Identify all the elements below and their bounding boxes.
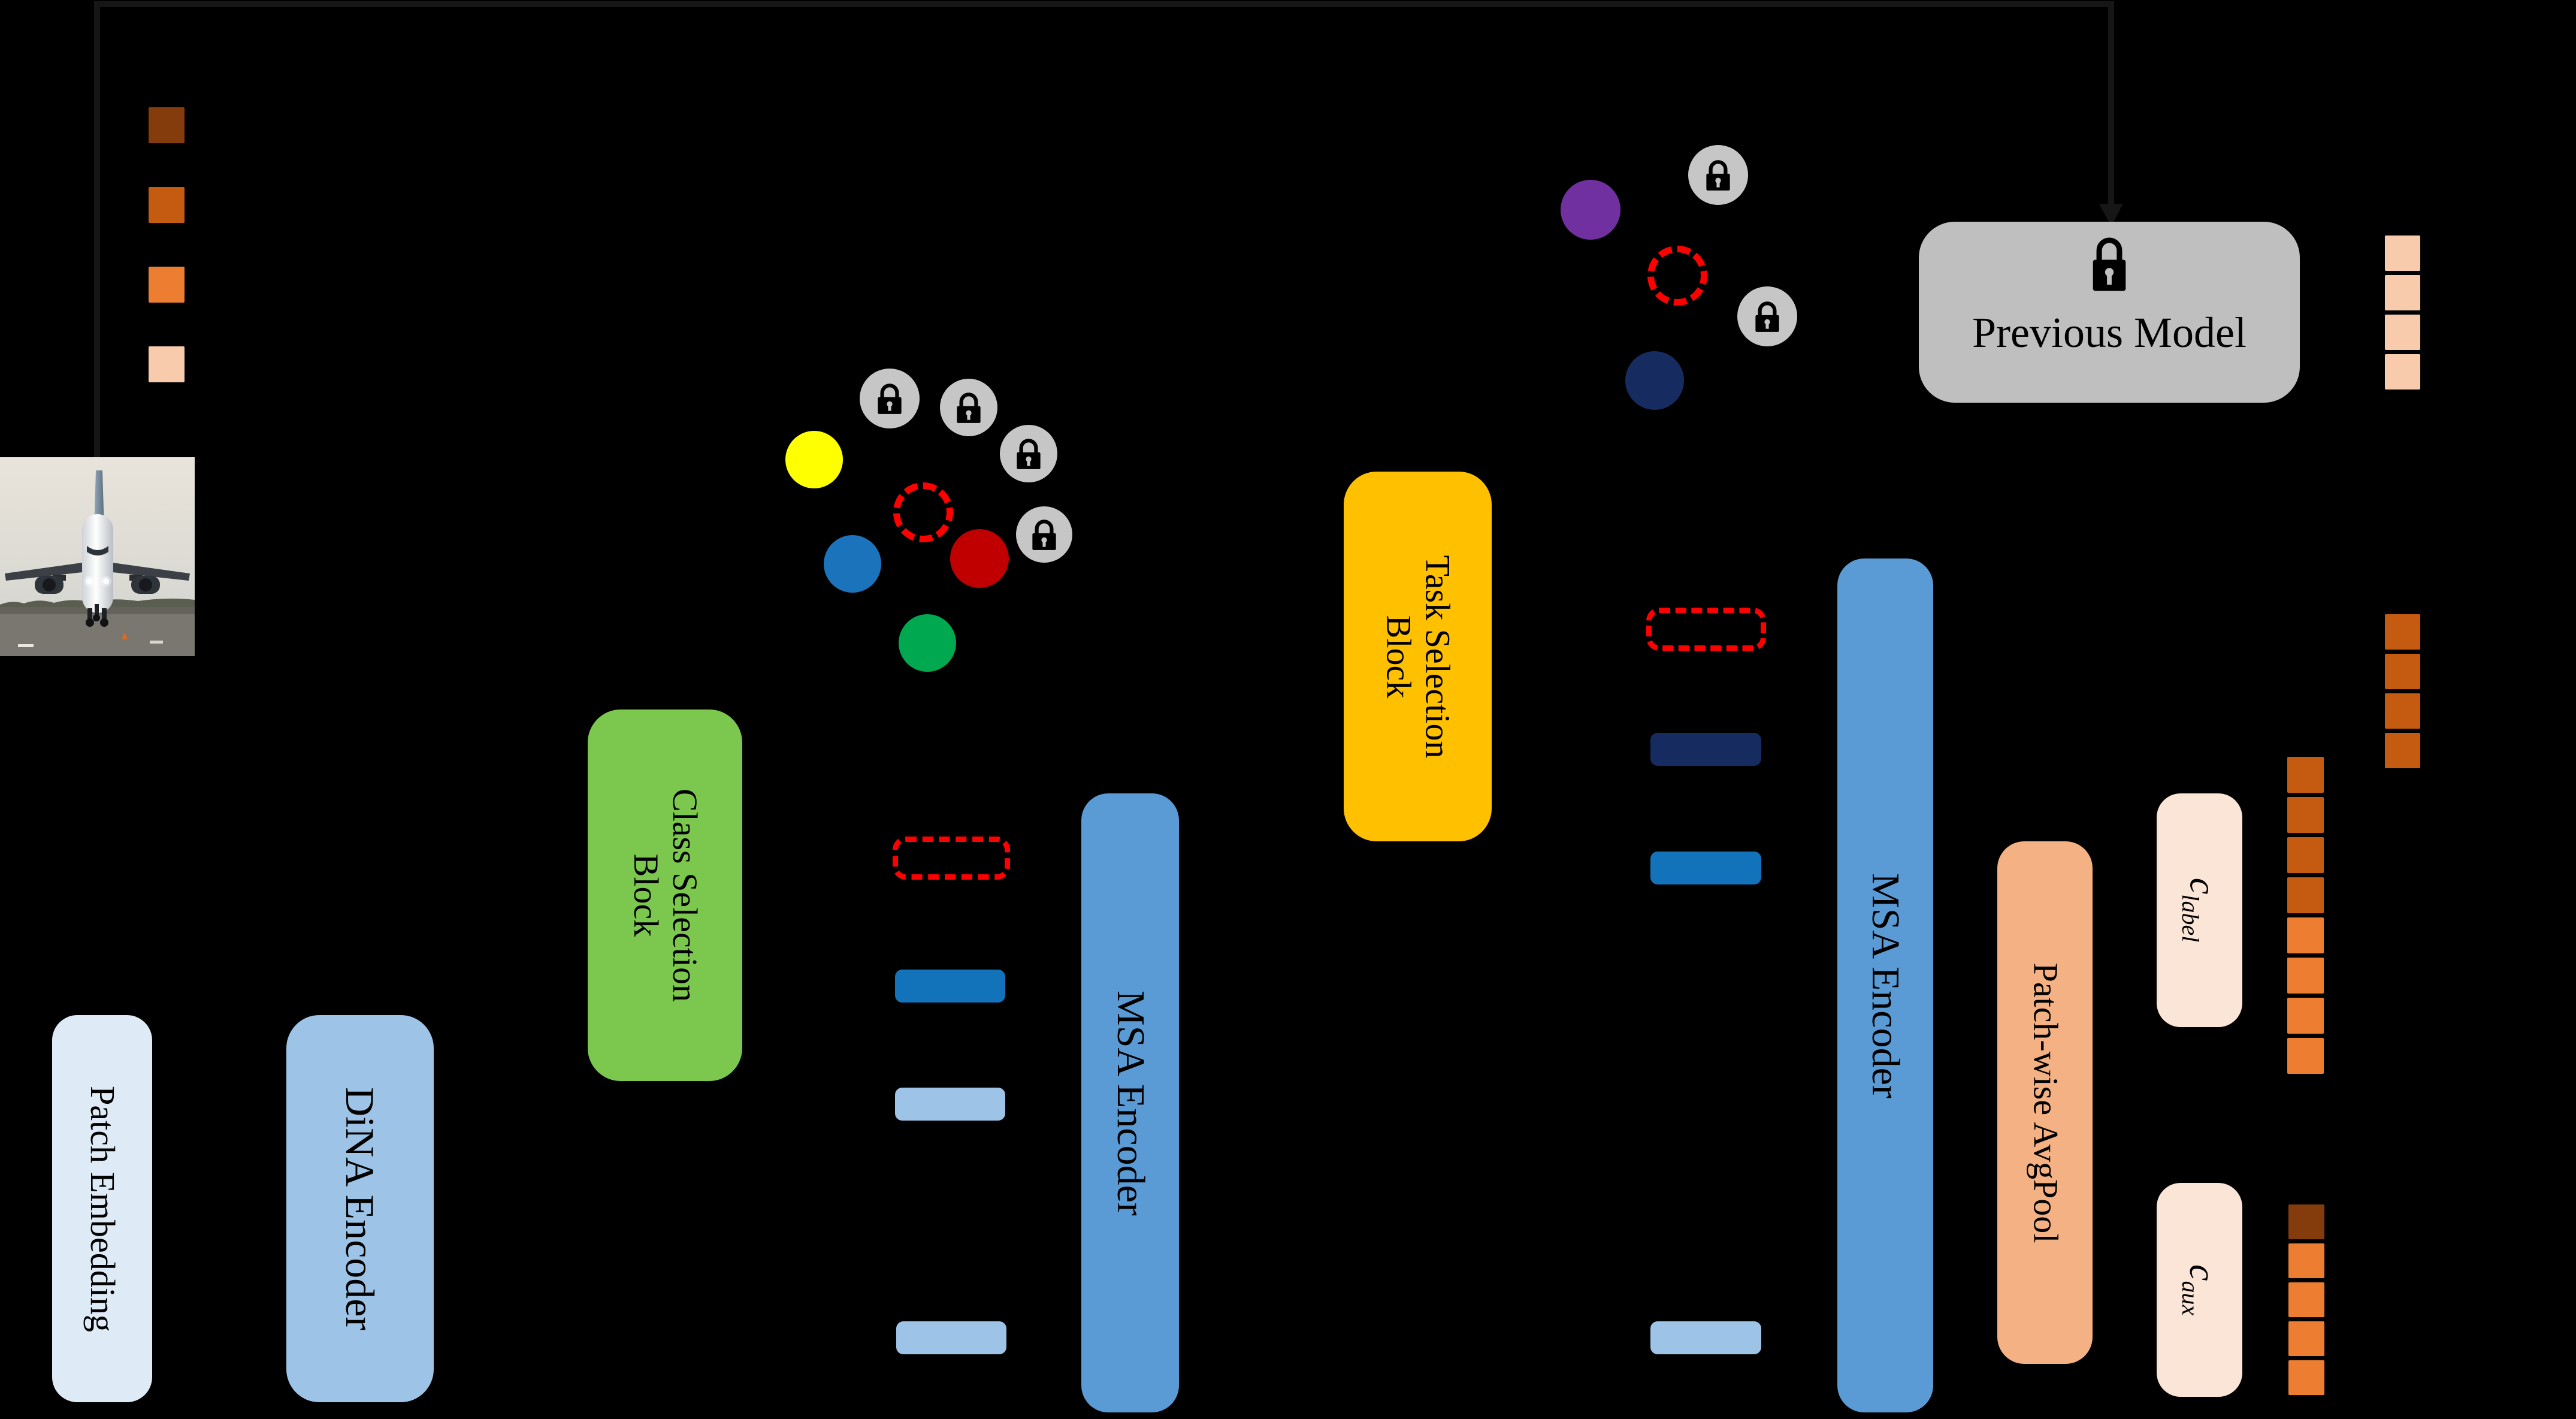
- token-square: [2287, 877, 2324, 913]
- frozen-prototype: [860, 369, 920, 428]
- prototype-circle: [1561, 180, 1620, 240]
- token-square: [2385, 315, 2420, 350]
- msa-encoder-block-2: MSA Encoder: [1837, 558, 1933, 1412]
- lock-icon: [878, 384, 902, 414]
- lock-icon: [1755, 301, 1779, 332]
- prototype-circle: [1625, 351, 1684, 410]
- msa-encoder-block-1: MSA Encoder: [1081, 793, 1179, 1412]
- new-prototype-slot: [1647, 246, 1707, 306]
- token-square: [2288, 1360, 2324, 1395]
- patch-embedding-label: Patch Embedding: [83, 1085, 122, 1332]
- lock-icon: [1017, 439, 1041, 469]
- frozen-prototype: [1737, 286, 1797, 346]
- lock-icon: [957, 393, 981, 423]
- token-square: [2287, 797, 2324, 833]
- lock-icon: [1706, 160, 1730, 191]
- token-square: [2385, 693, 2420, 729]
- token-bar: [1650, 852, 1761, 884]
- prototype-circle: [824, 535, 881, 593]
- token-square: [149, 187, 185, 223]
- token-square: [2288, 1243, 2324, 1278]
- token-square: [2385, 733, 2420, 768]
- token-square: [2385, 614, 2420, 650]
- lock-icon: [1032, 520, 1056, 550]
- frozen-prototype: [940, 379, 997, 436]
- token-bar: [896, 1321, 1006, 1354]
- token-bar: [895, 1088, 1005, 1121]
- token-square: [2385, 654, 2420, 689]
- frozen-prototype: [1016, 506, 1072, 563]
- new-token-slot: [893, 837, 1010, 880]
- token-square: [149, 267, 185, 303]
- down-arrow-head: [2099, 204, 2123, 227]
- msa-encoder-2-label: MSA Encoder: [1863, 872, 1907, 1098]
- c-aux-head: caux: [2157, 1183, 2242, 1397]
- c-aux-text: caux: [2176, 1264, 2223, 1316]
- token-square: [2287, 1038, 2324, 1074]
- token-square: [2288, 1321, 2324, 1356]
- token-square: [2287, 757, 2324, 793]
- prototype-circle: [899, 614, 956, 672]
- new-prototype-slot: [893, 482, 953, 542]
- patch-embedding-block: Patch Embedding: [52, 1015, 152, 1402]
- token-bar: [895, 970, 1005, 1003]
- token-square: [2385, 354, 2420, 390]
- frozen-prototype: [1688, 145, 1748, 205]
- token-square: [149, 346, 185, 382]
- previous-model-block: Previous Model: [1919, 222, 2300, 403]
- patchwise-avgpool-block: Patch-wise AvgPool: [1997, 841, 2093, 1364]
- airplane-photo: [0, 457, 195, 656]
- token-square: [2287, 998, 2324, 1034]
- new-token-slot: [1646, 608, 1766, 651]
- token-square: [2287, 958, 2324, 994]
- class-selection-block: Class Selection Block: [588, 710, 742, 1081]
- dina-encoder-label: DiNA Encoder: [337, 1086, 383, 1331]
- token-square: [2287, 917, 2324, 953]
- token-square: [2385, 275, 2420, 310]
- c-label-text: clabel: [2176, 878, 2223, 943]
- msa-encoder-1-label: MSA Encoder: [1108, 990, 1153, 1216]
- token-square: [149, 107, 185, 143]
- token-bar: [1650, 733, 1761, 766]
- prototype-circle: [950, 529, 1009, 588]
- task-selection-block: Task Selection Block: [1344, 472, 1492, 841]
- c-label-head: clabel: [2157, 793, 2242, 1027]
- lock-icon: [2093, 237, 2126, 291]
- token-square: [2287, 837, 2324, 873]
- token-square: [2288, 1204, 2324, 1239]
- dina-encoder-block: DiNA Encoder: [286, 1015, 434, 1402]
- previous-model-label: Previous Model: [1972, 309, 2247, 357]
- patchwise-avgpool-label: Patch-wise AvgPool: [2025, 962, 2065, 1243]
- token-bar: [1650, 1321, 1761, 1354]
- class-selection-label: Class Selection Block: [627, 788, 705, 1003]
- prototype-circle: [785, 431, 843, 488]
- frozen-prototype: [1000, 425, 1057, 482]
- task-selection-label: Task Selection Block: [1379, 554, 1458, 759]
- token-square: [2288, 1282, 2324, 1317]
- token-square: [2385, 236, 2420, 271]
